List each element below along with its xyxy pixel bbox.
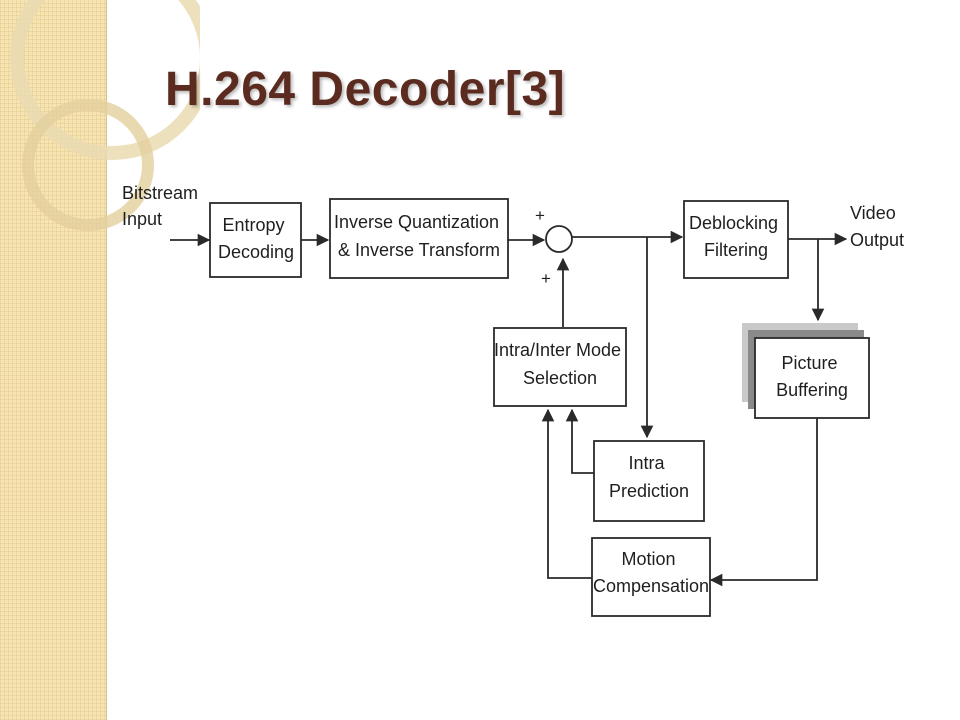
- slide-title: H.264 Decoder[3]: [165, 63, 566, 116]
- svg-text:Inverse Quantization & I: Inverse Quantization & Inverse Transform: [334, 212, 504, 260]
- svg-text:Intra/Inter Mode Selecti: Intra/Inter Mode Selection: [494, 340, 626, 388]
- arrow-buffer-to-motion: [709, 418, 818, 587]
- adder-plus-top: +: [535, 206, 545, 225]
- block-picture-buffering: Picture Buffering: [742, 323, 870, 419]
- arrow-motion-to-mode: [541, 408, 592, 579]
- bitstream-input-label: Bitstream Input: [122, 183, 203, 229]
- block-inverse-quant-transform: Inverse Quantization & Inverse Transform: [329, 198, 509, 279]
- deco-circle-large: [10, 0, 200, 160]
- svg-text:Picture Buffering: Picture Buffering: [776, 353, 848, 400]
- block-deblocking-filtering: Deblocking Filtering: [683, 200, 789, 279]
- svg-text:Motion Compensation: Motion Compensation: [593, 549, 709, 596]
- arrow-intra-to-mode: [565, 408, 594, 474]
- connectors: [170, 230, 848, 587]
- adder-circle: [545, 225, 573, 253]
- svg-text:Entropy Decoding: Entropy Decoding: [218, 215, 294, 262]
- video-output-label: Video Output: [850, 203, 904, 250]
- adder-plus-bottom: +: [541, 269, 551, 288]
- decorative-circles: [10, 0, 200, 231]
- block-motion-compensation: Motion Compensation: [591, 537, 711, 617]
- deco-circle-small: [22, 99, 154, 231]
- svg-text:Intra Prediction: Intra Prediction: [609, 453, 689, 501]
- block-entropy-decoding: Entropy Decoding: [209, 202, 302, 278]
- block-mode-selection: Intra/Inter Mode Selection: [493, 327, 627, 407]
- svg-text:Deblocking Filtering: Deblocking Filtering: [689, 213, 783, 260]
- block-intra-prediction: Intra Prediction: [593, 440, 705, 522]
